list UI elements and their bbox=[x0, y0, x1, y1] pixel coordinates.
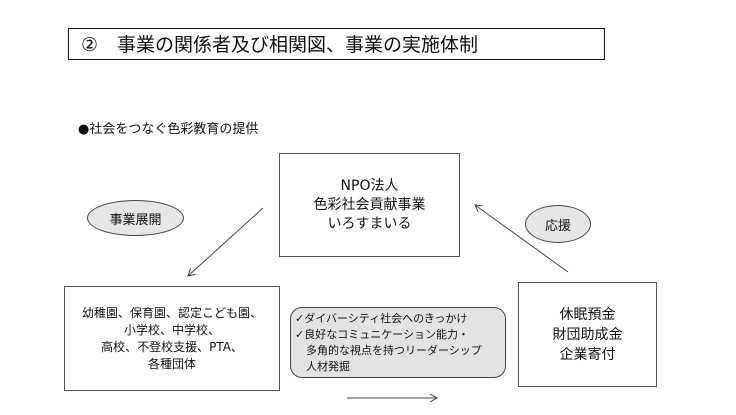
outcome-line: ✓良好なコミュニケーション能力・ bbox=[295, 328, 469, 341]
page-title: ② 事業の関係者及び相関図、事業の実施体制 bbox=[68, 28, 605, 60]
npo-line: いろすまいる bbox=[327, 215, 412, 232]
schools-line: 幼稚園、保育園、認定こども園、 bbox=[81, 305, 262, 320]
schools-line: 高校、不登校支援、PTA、 bbox=[101, 339, 243, 354]
schools-box: 幼稚園、保育園、認定こども園、 小学校、中学校、 高校、不登校支援、PTA、 各… bbox=[64, 286, 280, 391]
npo-box: NPO法人 色彩社会貢献事業 いろすまいる bbox=[279, 153, 460, 257]
business-expansion-ellipse: 事業展開 bbox=[87, 200, 184, 236]
outcomes-box: ✓ダイバーシティ社会へのきっかけ ✓良好なコミュニケーション能力・ 多角的な視点… bbox=[290, 307, 506, 378]
arrow-funding-to-npo bbox=[475, 205, 569, 273]
funding-line: 財団助成金 bbox=[552, 326, 623, 343]
schools-line: 小学校、中学校、 bbox=[123, 322, 220, 337]
funding-line: 休眠預金 bbox=[559, 306, 616, 323]
support-ellipse: 応援 bbox=[525, 205, 591, 243]
funding-line: 企業寄付 bbox=[559, 346, 616, 363]
funding-box: 休眠預金 財団助成金 企業寄付 bbox=[518, 282, 657, 387]
section-bullet: ●社会をつなぐ色彩教育の提供 bbox=[78, 122, 259, 137]
npo-line: 色彩社会貢献事業 bbox=[313, 196, 426, 213]
arrow-npo-to-schools bbox=[188, 207, 264, 276]
outcome-line: 人材発掘 bbox=[295, 360, 350, 373]
npo-line: NPO法人 bbox=[340, 177, 399, 194]
outcome-line: ✓ダイバーシティ社会へのきっかけ bbox=[295, 312, 468, 325]
schools-line: 各種団体 bbox=[147, 356, 196, 371]
outcome-line: 多角的な視点を持つリーダーシップ bbox=[295, 344, 482, 357]
